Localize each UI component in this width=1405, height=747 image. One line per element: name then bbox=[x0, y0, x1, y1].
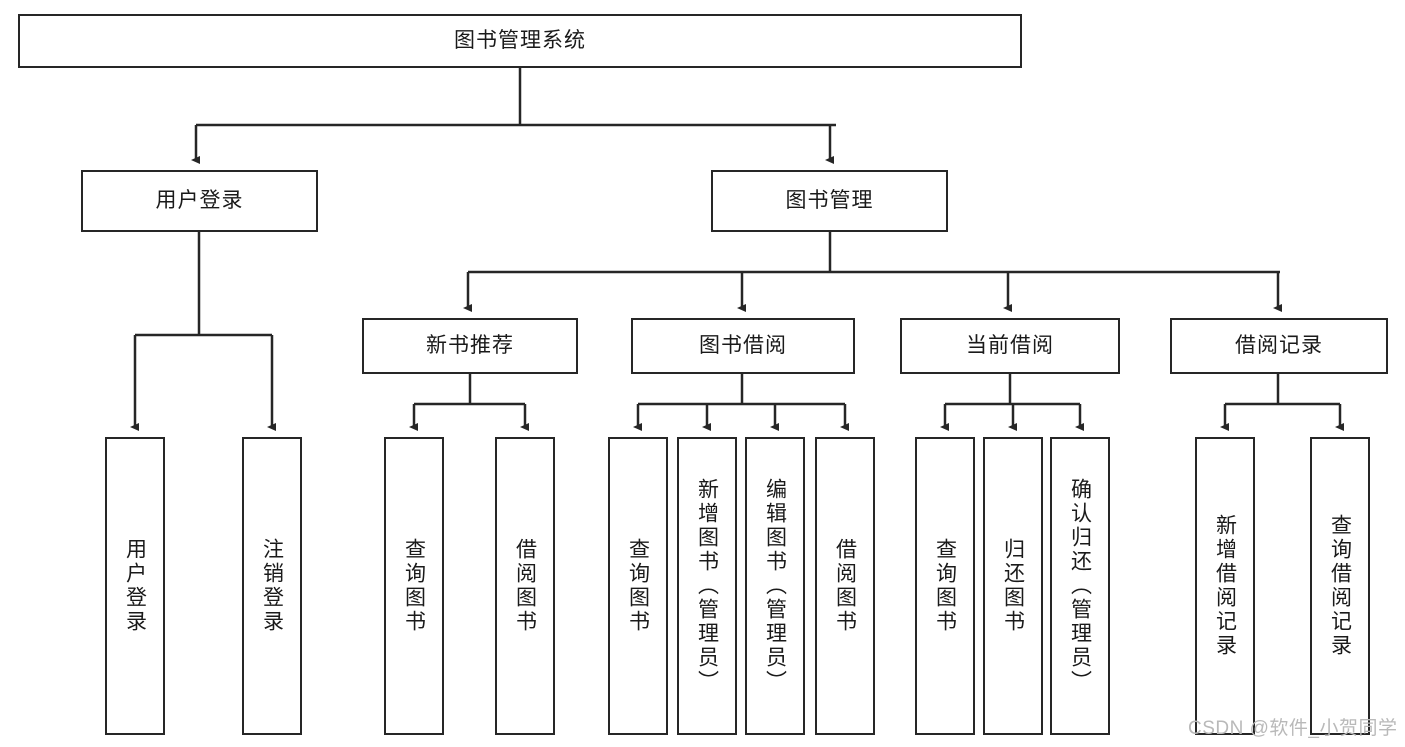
node-book-manage[interactable]: 图书管理 bbox=[711, 170, 948, 232]
node-book-manage-label: 图书管理 bbox=[785, 188, 874, 212]
node-leaf-edit-book-label: 编辑图书（管理员） bbox=[763, 478, 787, 694]
node-leaf-add-book-label: 新增图书（管理员） bbox=[695, 478, 719, 694]
node-leaf-query-book-3-label: 查询图书 bbox=[933, 538, 957, 634]
node-leaf-borrow-book-1-label: 借阅图书 bbox=[513, 538, 537, 634]
node-leaf-borrow-book-1[interactable]: 借阅图书 bbox=[495, 437, 555, 735]
node-borrow-record-label: 借阅记录 bbox=[1235, 333, 1323, 357]
node-leaf-query-book-3[interactable]: 查询图书 bbox=[915, 437, 975, 735]
node-leaf-borrow-book-2-label: 借阅图书 bbox=[833, 538, 857, 634]
node-leaf-user-login[interactable]: 用户登录 bbox=[105, 437, 165, 735]
node-leaf-add-record-label: 新增借阅记录 bbox=[1213, 514, 1237, 658]
node-leaf-user-login-label: 用户登录 bbox=[123, 538, 147, 634]
node-new-book-recommend-label: 新书推荐 bbox=[426, 333, 514, 357]
node-leaf-query-book-1[interactable]: 查询图书 bbox=[384, 437, 444, 735]
node-leaf-query-book-1-label: 查询图书 bbox=[402, 538, 426, 634]
node-leaf-query-record-label: 查询借阅记录 bbox=[1328, 514, 1352, 658]
node-borrow-record[interactable]: 借阅记录 bbox=[1170, 318, 1388, 374]
node-leaf-user-logout[interactable]: 注销登录 bbox=[242, 437, 302, 735]
node-current-borrow[interactable]: 当前借阅 bbox=[900, 318, 1120, 374]
node-leaf-query-book-2-label: 查询图书 bbox=[626, 538, 650, 634]
node-leaf-edit-book[interactable]: 编辑图书（管理员） bbox=[745, 437, 805, 735]
node-leaf-query-book-2[interactable]: 查询图书 bbox=[608, 437, 668, 735]
node-leaf-return-book[interactable]: 归还图书 bbox=[983, 437, 1043, 735]
node-book-borrow-label: 图书借阅 bbox=[699, 333, 787, 357]
node-leaf-user-logout-label: 注销登录 bbox=[260, 538, 284, 634]
node-leaf-confirm-return[interactable]: 确认归还（管理员） bbox=[1050, 437, 1110, 735]
node-leaf-confirm-return-label: 确认归还（管理员） bbox=[1068, 478, 1092, 694]
node-leaf-query-record[interactable]: 查询借阅记录 bbox=[1310, 437, 1370, 735]
node-book-borrow[interactable]: 图书借阅 bbox=[631, 318, 855, 374]
node-leaf-add-record[interactable]: 新增借阅记录 bbox=[1195, 437, 1255, 735]
node-leaf-return-book-label: 归还图书 bbox=[1001, 538, 1025, 634]
node-leaf-borrow-book-2[interactable]: 借阅图书 bbox=[815, 437, 875, 735]
node-user-login-label: 用户登录 bbox=[155, 188, 244, 212]
node-root-label: 图书管理系统 bbox=[454, 28, 586, 52]
node-user-login[interactable]: 用户登录 bbox=[81, 170, 318, 232]
node-root[interactable]: 图书管理系统 bbox=[18, 14, 1022, 68]
node-current-borrow-label: 当前借阅 bbox=[966, 333, 1054, 357]
node-new-book-recommend[interactable]: 新书推荐 bbox=[362, 318, 578, 374]
node-leaf-add-book[interactable]: 新增图书（管理员） bbox=[677, 437, 737, 735]
